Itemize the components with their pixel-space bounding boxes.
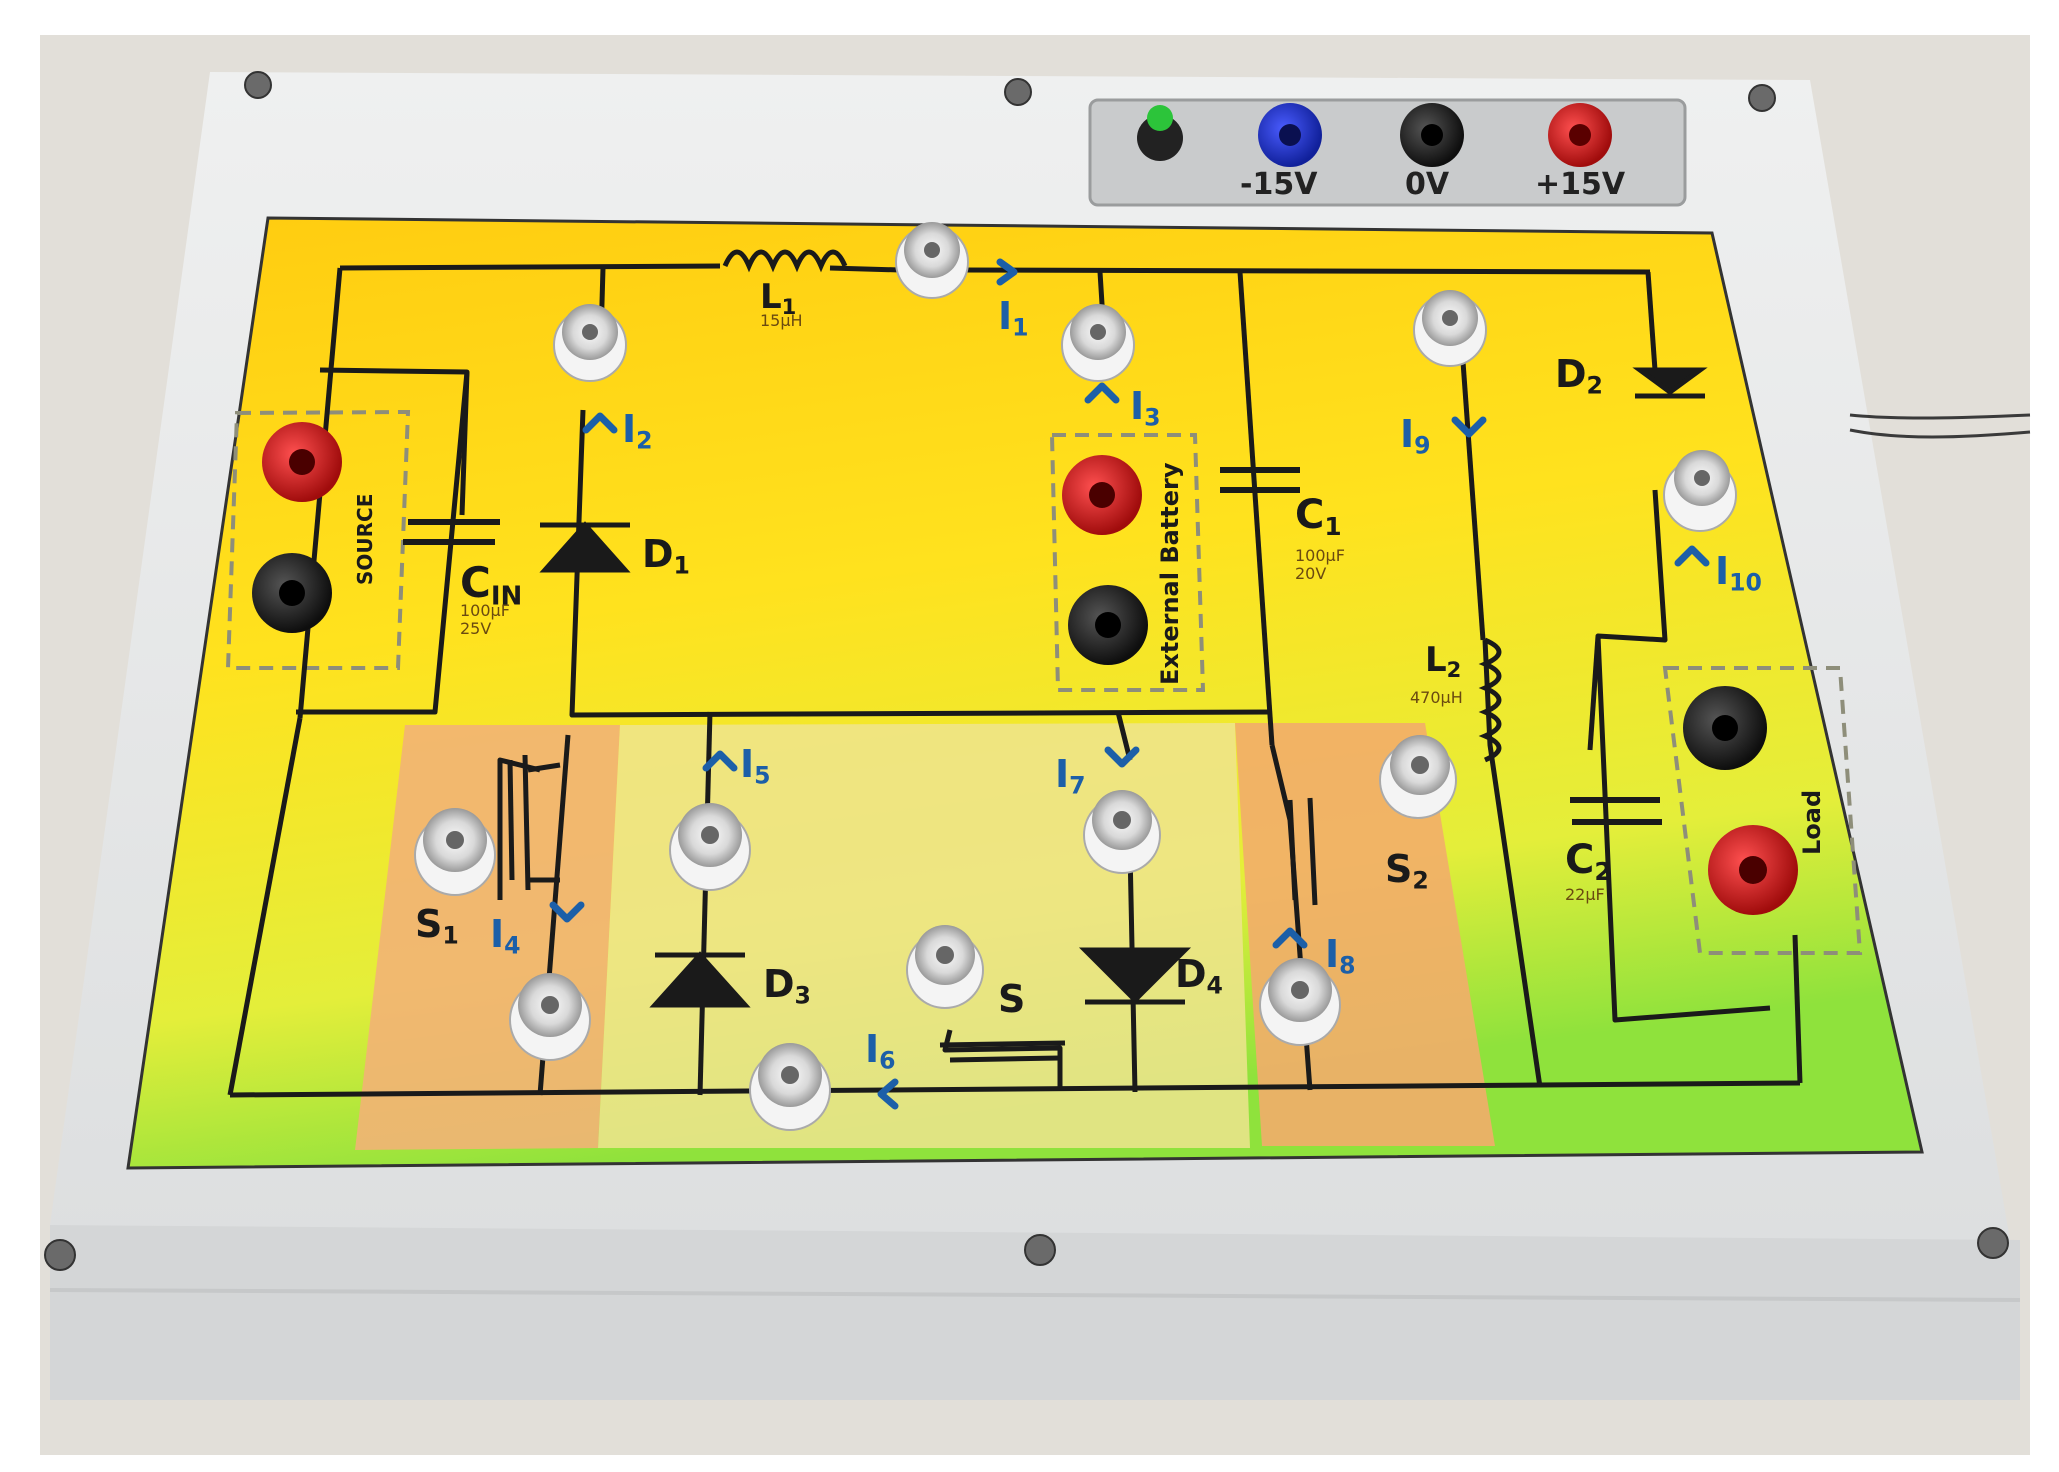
bnc-connectors <box>414 222 1737 1131</box>
current-arrow-icons <box>549 258 1710 1110</box>
diode-icons <box>539 367 1708 1008</box>
enclosure-side <box>50 1225 2020 1400</box>
mosfet-icons <box>507 754 1318 1063</box>
inductor-l2-icon <box>1478 637 1502 763</box>
capacitor-icons <box>403 467 1662 825</box>
screw-icons <box>44 71 2009 1271</box>
inductor-l1-icon <box>722 249 848 273</box>
banana-jacks <box>252 422 1798 915</box>
power-supply-panel <box>1088 98 1687 207</box>
